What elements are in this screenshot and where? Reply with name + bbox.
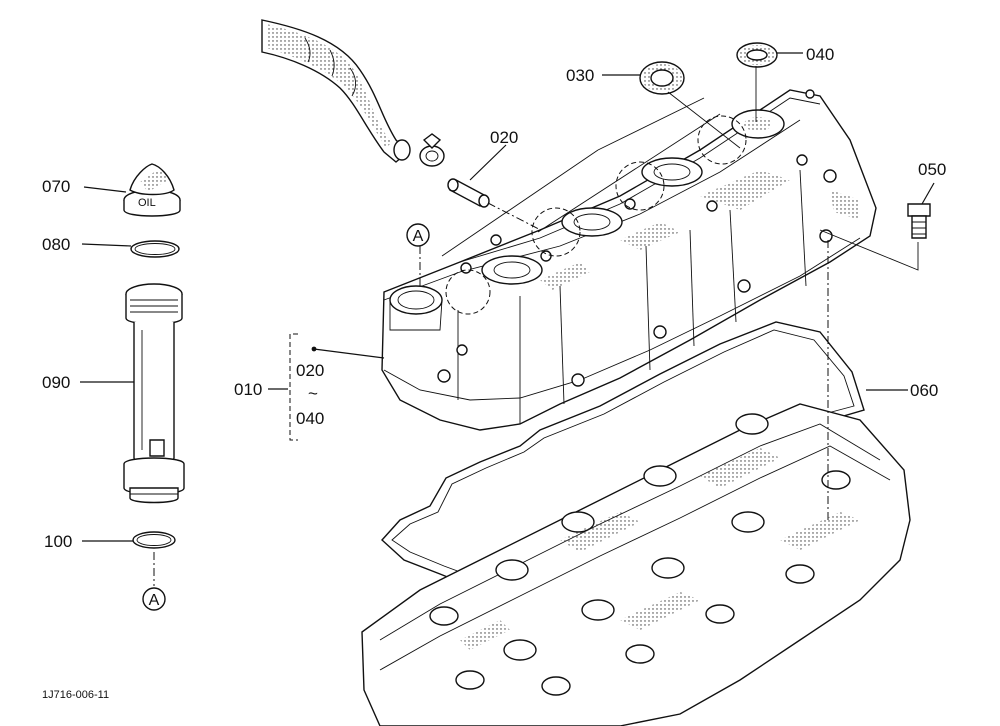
figure-code: 1J716-006-11	[42, 689, 109, 701]
breather-hose	[261, 19, 411, 163]
oil-filler-cap-070: OIL	[123, 163, 181, 217]
reference-mark-cover: A	[406, 223, 430, 247]
reference-mark-pipe: A	[142, 587, 166, 611]
label-020: 020	[490, 128, 518, 147]
range-to: 040	[296, 409, 324, 428]
pipe-020	[447, 178, 490, 208]
label-100: 100	[44, 532, 72, 551]
cylinder-head-cover	[381, 89, 877, 431]
o-ring-080	[130, 240, 180, 258]
reference-letter-pipe: A	[149, 592, 160, 609]
leader-080	[81, 243, 132, 247]
range-from: 020	[296, 361, 324, 380]
label-070: 070	[42, 177, 70, 196]
label-090: 090	[42, 373, 70, 392]
leader-010	[313, 348, 385, 359]
leader-050	[921, 182, 935, 205]
range-tilde: ~	[308, 384, 318, 403]
filler-pipe-090	[123, 283, 185, 504]
oil-cap-marking: OIL	[138, 197, 156, 209]
oil-seal-030	[639, 61, 685, 95]
leader-020	[469, 144, 507, 181]
group-bracket-010	[289, 333, 298, 441]
reference-letter-cover: A	[413, 228, 424, 245]
label-050: 050	[918, 160, 946, 179]
hose-clamp	[419, 133, 445, 167]
label-040: 040	[806, 45, 834, 64]
oil-seal-040	[736, 42, 778, 68]
label-060: 060	[910, 381, 938, 400]
label-030: 030	[566, 66, 594, 85]
bolt-050	[907, 203, 931, 239]
label-010: 010	[234, 380, 262, 399]
o-ring-100	[132, 531, 176, 549]
leader-070	[83, 186, 127, 193]
cylinder-head	[361, 403, 911, 726]
label-080: 080	[42, 235, 70, 254]
